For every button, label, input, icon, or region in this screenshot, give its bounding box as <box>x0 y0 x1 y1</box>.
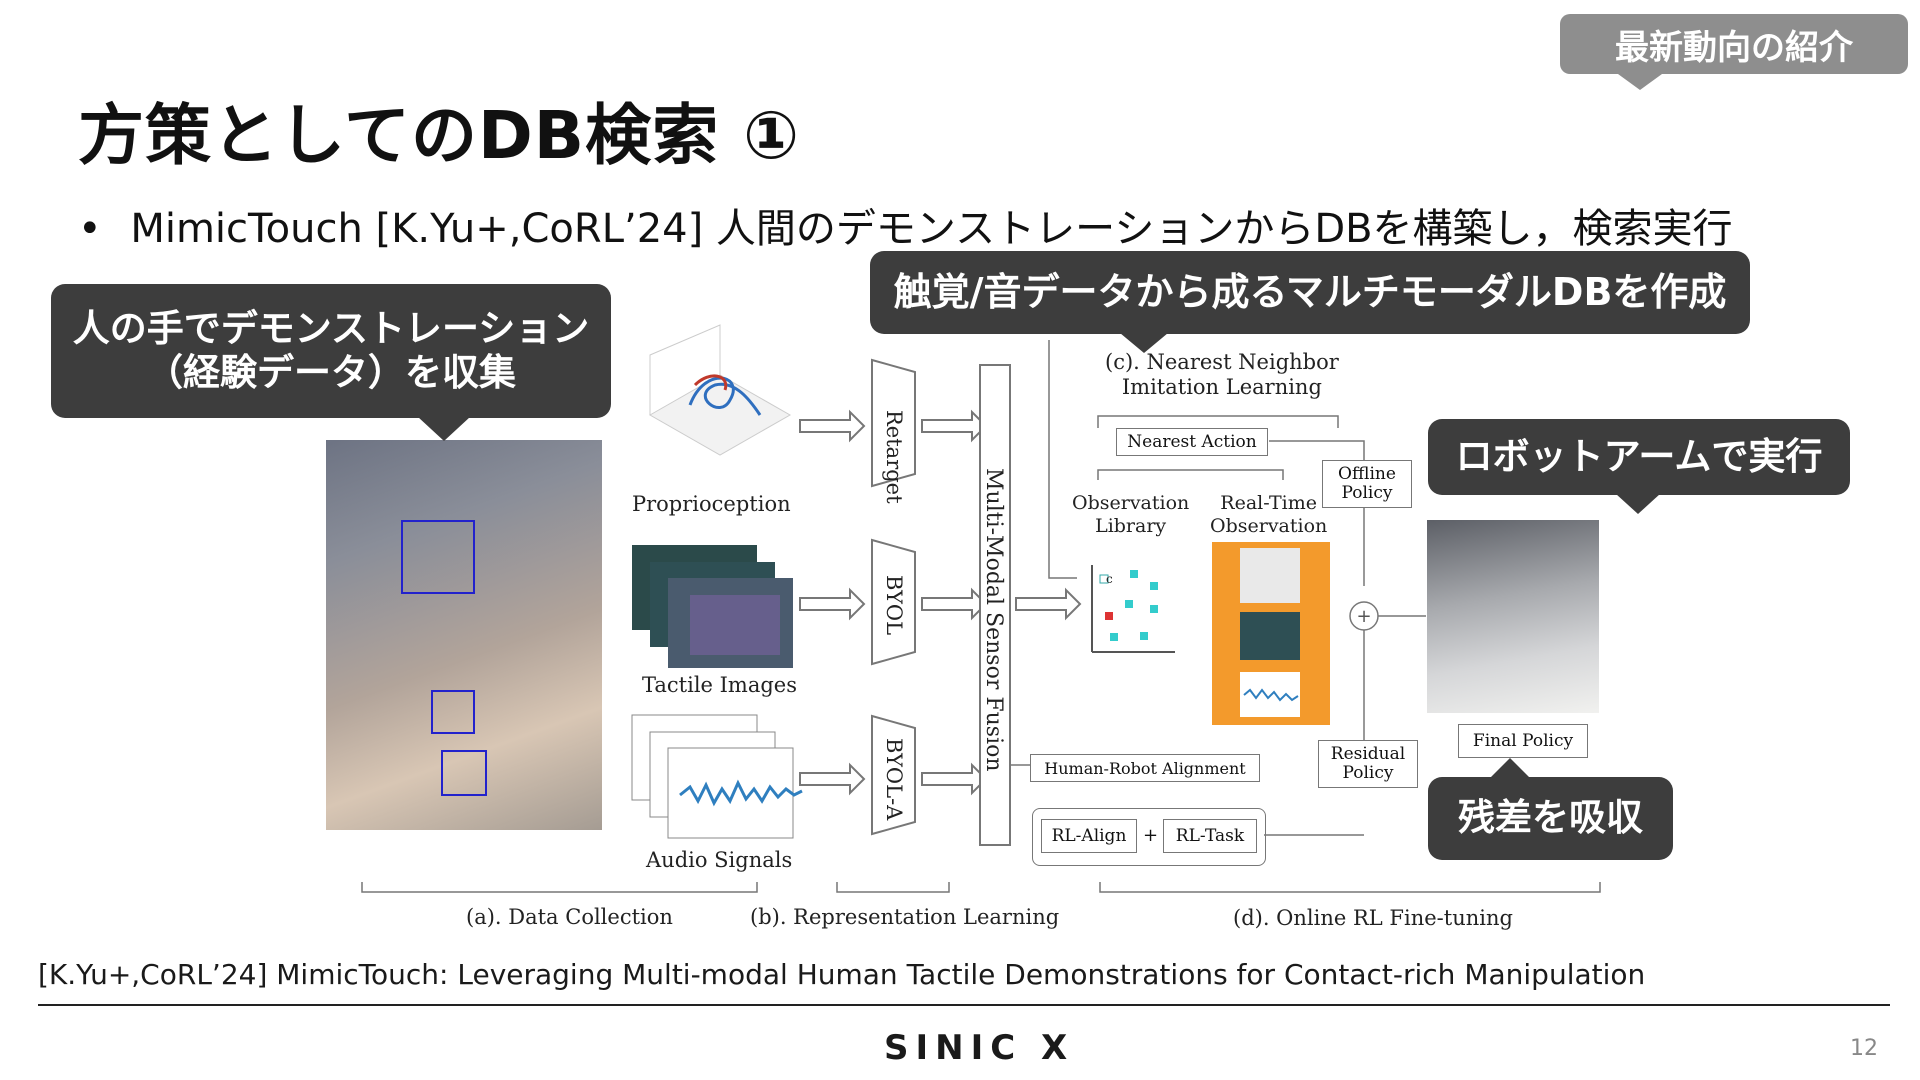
bbox-object <box>441 750 487 796</box>
box-final-policy: Final Policy <box>1458 724 1588 758</box>
footer-divider <box>38 1004 1890 1006</box>
encoder-byol: BYOL <box>882 575 906 636</box>
company-logo: SINIC X <box>884 1028 1075 1068</box>
stage-label-a: (a). Data Collection <box>466 905 673 929</box>
tactile-images <box>632 545 793 668</box>
label-proprioception: Proprioception <box>632 492 791 516</box>
robot-arm-photo <box>1427 520 1599 713</box>
label-audio-signals: Audio Signals <box>646 848 793 872</box>
rl-plus: + <box>1143 825 1159 846</box>
human-demo-photo <box>326 440 602 830</box>
encoders <box>871 358 916 836</box>
page-number: 12 <box>1850 1036 1878 1061</box>
encoder-byol-a: BYOL-A <box>882 738 906 821</box>
box-rl-task: RL-Task <box>1163 819 1257 853</box>
fusion-bar <box>979 364 1011 846</box>
callout-residual: 残差を吸収 <box>1428 777 1673 860</box>
proprioception-plot <box>648 324 792 456</box>
bullet-text: MimicTouch [K.Yu+,CoRL’24] 人間のデモンストレーション… <box>130 206 1733 252</box>
callout-human-demo-pointer <box>418 417 470 441</box>
input-arrows <box>799 409 1082 796</box>
box-human-robot-alignment: Human-Robot Alignment <box>1030 754 1260 782</box>
observation-scatter <box>1091 565 1175 653</box>
section-tag-pointer <box>1618 74 1662 90</box>
stage-label-b: (b). Representation Learning <box>750 905 1060 929</box>
fusion-label: Multi-Modal Sensor Fusion <box>981 468 1006 772</box>
callout-multimodal-db: 触覚/音データから成るマルチモーダルDBを作成 <box>870 251 1750 334</box>
box-rl-align: RL-Align <box>1041 819 1137 853</box>
callout-residual-pointer <box>1490 758 1530 778</box>
sum-node-glyph: + <box>1356 606 1371 627</box>
audio-signals <box>631 714 803 839</box>
bbox-gripper <box>401 520 475 594</box>
reference-citation: [K.Yu+,CoRL’24] MimicTouch: Leveraging M… <box>38 958 1646 991</box>
callout-multimodal-db-pointer <box>1120 333 1168 353</box>
box-nearest-action: Nearest Action <box>1116 428 1268 456</box>
label-tactile-images: Tactile Images <box>642 673 798 697</box>
stage-label-d: (d). Online RL Fine-tuning <box>1233 906 1513 930</box>
bbox-sensor <box>431 690 475 734</box>
callout-robot-arm: ロボットアームで実行 <box>1428 419 1850 495</box>
slide-title: 方策としてのDB検索 ① <box>78 97 800 174</box>
scatter-label: c <box>1106 572 1113 586</box>
rl-group: RL-Align + RL-Task <box>1032 808 1266 866</box>
bullet-line: • MimicTouch [K.Yu+,CoRL’24] 人間のデモンストレーシ… <box>78 196 1733 254</box>
section-tag: 最新動向の紹介 <box>1560 14 1908 74</box>
callout-robot-arm-pointer <box>1616 494 1660 514</box>
bullet-marker: • <box>78 206 102 252</box>
encoder-retarget: Retarget <box>882 410 906 504</box>
connectors <box>361 340 1601 893</box>
callout-human-demo: 人の手でデモンストレーション（経験データ）を収集 <box>51 284 611 418</box>
